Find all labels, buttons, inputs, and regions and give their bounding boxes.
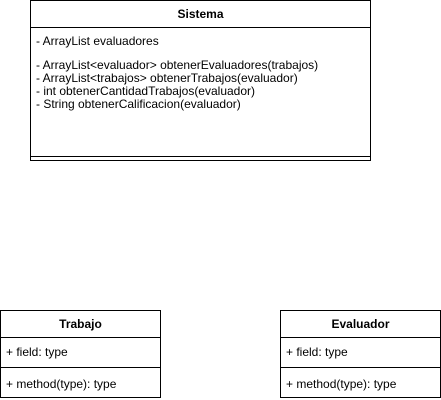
class-evaluador[interactable]: Evaluador + field: type + method(type): … [280, 310, 441, 398]
field: + field: type [281, 338, 440, 368]
class-name: Trabajo [1, 311, 160, 338]
operations-section: - ArrayList<evaluador> obtenerEvaluadore… [31, 52, 370, 149]
method: + method(type): type [6, 377, 117, 391]
class-sistema[interactable]: Sistema - ArrayList evaluadores - ArrayL… [30, 0, 371, 161]
operation: - ArrayList<trabajos> obtenerTrabajos(ev… [36, 71, 298, 85]
class-trabajo[interactable]: Trabajo + field: type + method(type): ty… [0, 310, 161, 398]
attributes-section: - ArrayList evaluadores [31, 28, 370, 52]
class-name: Sistema [31, 1, 370, 28]
attribute: - ArrayList evaluadores [36, 34, 159, 48]
method: + method(type): type [286, 377, 397, 391]
operation: - String obtenerCalificacion(evaluador) [36, 97, 241, 111]
operation: - int obtenerCantidadTrabajos(evaluador) [36, 84, 256, 98]
operation: - ArrayList<evaluador> obtenerEvaluadore… [36, 58, 319, 72]
divider [31, 156, 370, 157]
field: + field: type [1, 338, 160, 368]
class-name: Evaluador [281, 311, 440, 338]
